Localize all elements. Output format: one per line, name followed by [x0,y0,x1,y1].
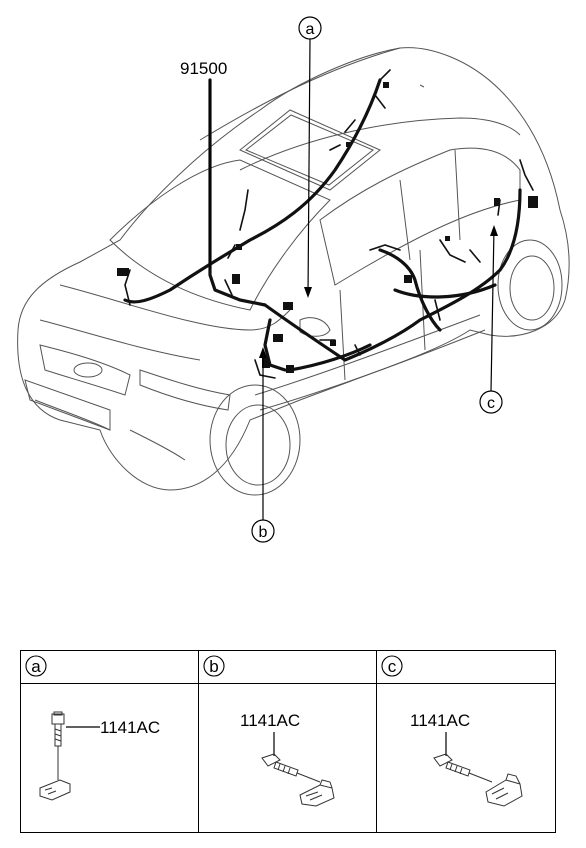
bolt-a-illustration [39,711,100,801]
table-header-a: a [25,655,47,677]
part-number-text: 91500 [180,59,227,78]
callout-a-text: a [306,21,315,38]
callout-b: b [251,347,275,543]
car-body [17,47,570,496]
callout-b-text: b [259,524,268,541]
part-c-text: 1141AC [410,711,470,730]
callout-a: a [298,16,322,298]
bolt-c-illustration [433,732,523,807]
table-header-b-text: b [209,657,218,676]
wiring-harness [117,69,538,379]
part-number-label: 91500 [180,59,227,270]
part-a-text: 1141AC [100,718,160,737]
table-header-b: b [203,655,225,677]
part-b-text: 1141AC [240,711,300,730]
callout-c-text: c [487,395,495,412]
callout-c: c [479,225,503,414]
table-header-c: c [381,655,403,677]
parts-table: a b c 1141AC 1141AC [20,650,556,833]
bolt-b-illustration [261,732,335,807]
table-header-c-text: c [388,657,397,676]
table-header-a-text: a [31,657,41,676]
